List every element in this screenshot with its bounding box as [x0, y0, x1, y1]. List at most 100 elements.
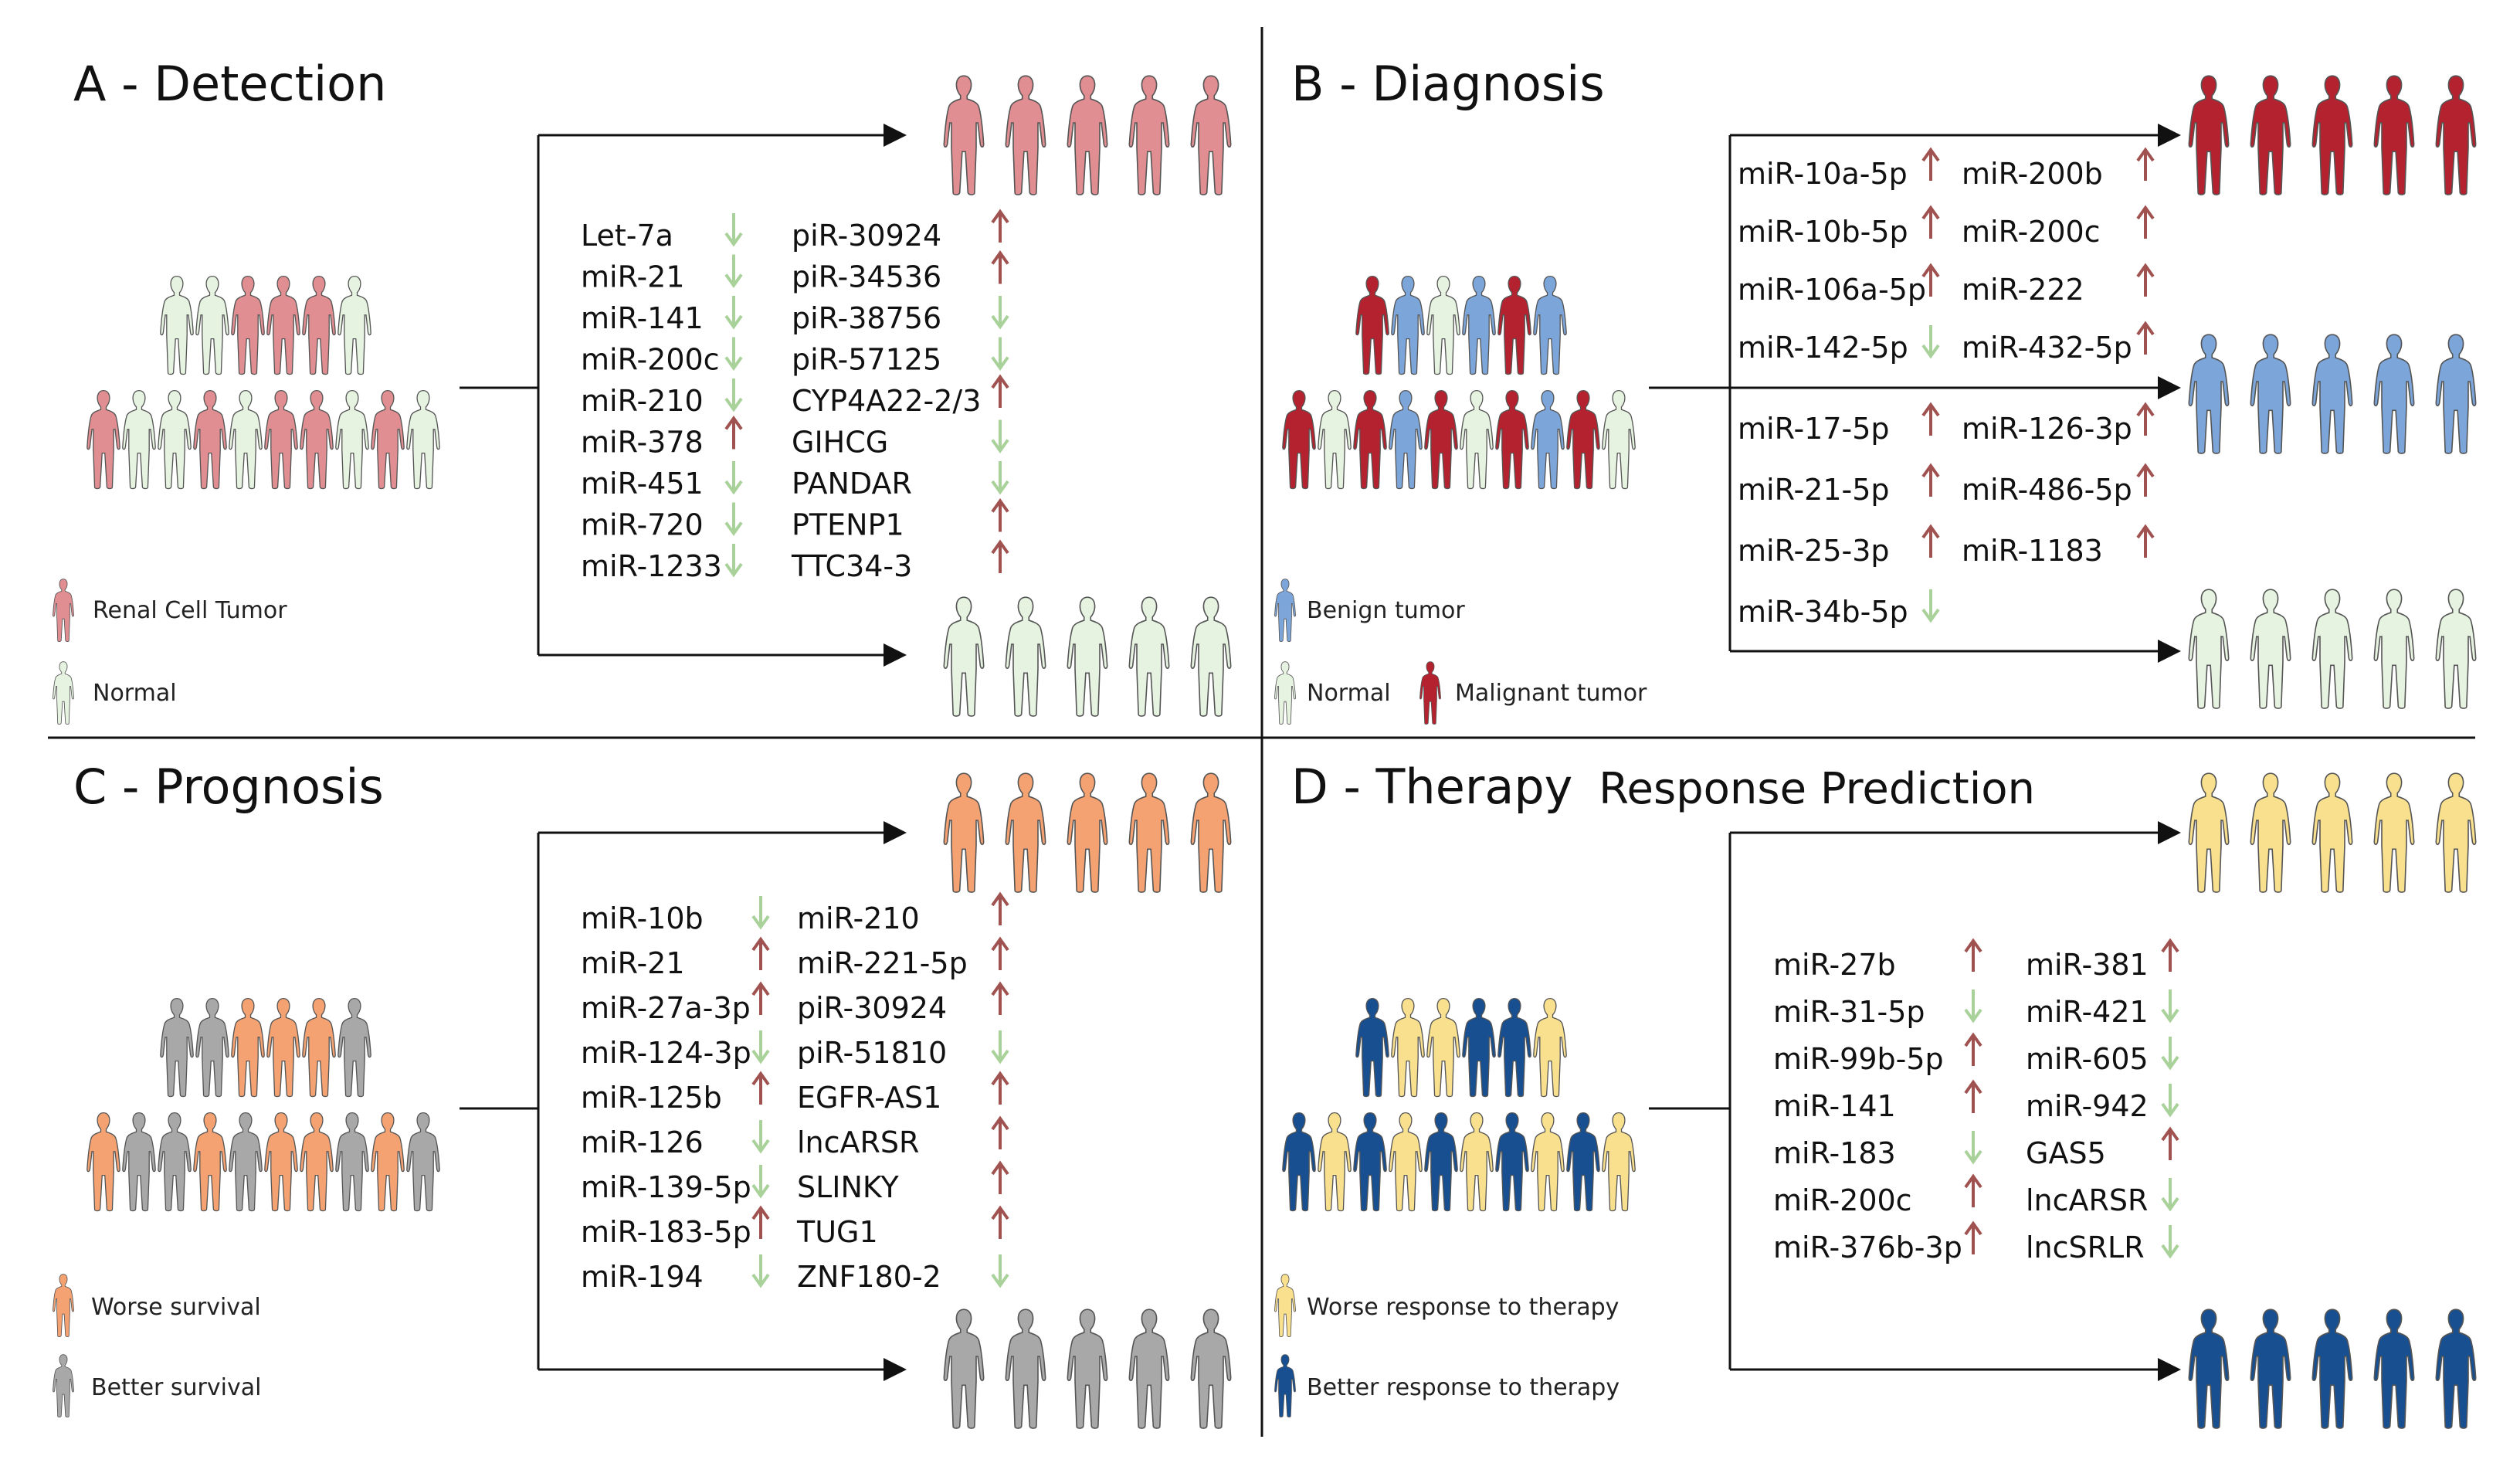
panel-c-marker-up-arrow [751, 1071, 770, 1105]
panel-c-connectors [460, 821, 907, 1381]
panel-d-crowd-person [1460, 1112, 1494, 1212]
panel-b-top-marker-up-arrow [1921, 147, 1940, 181]
panel-d-marker-up-arrow [1964, 1079, 1982, 1113]
panel-c-marker-down-arrow [991, 1254, 1009, 1288]
panel-d-marker-down-arrow [2161, 989, 2179, 1023]
legend-icon-worse-response [1274, 1274, 1296, 1337]
panel-d-marker-down-arrow [1964, 1131, 1982, 1165]
panel-d-marker-down-arrow [2161, 1178, 2179, 1212]
panel-b-crowd-person [1355, 275, 1389, 375]
panel-c-marker-up-arrow [991, 936, 1009, 970]
panel-d-legend: Worse response to therapy Better respons… [1274, 1274, 1620, 1417]
panel-b-legend: Benign tumor Normal Malignant tumor [1274, 579, 1647, 725]
panel-c-crowd-person [335, 1112, 369, 1212]
panel-a-marker-up-arrow [991, 539, 1009, 573]
panel-d-worse-person [2311, 772, 2353, 893]
panel-c-crowd-person [406, 1112, 440, 1212]
panel-b-crowd-person [1426, 275, 1460, 375]
panel-c-marker-down-arrow [751, 1165, 770, 1199]
panel-a-marker-label: miR-200c [581, 343, 720, 377]
panel-b-bottom-marker-label: miR-1183 [1962, 534, 2103, 568]
panel-c-marker-up-arrow [751, 936, 770, 970]
panel-a-marker-down-arrow [724, 296, 743, 330]
panel-a-crowd-person [158, 389, 192, 490]
panel-c-better-person [1067, 1309, 1108, 1429]
panel-b-top-marker-label: miR-142-5p [1738, 331, 1908, 365]
panel-c-marker-label: miR-27a-3p [581, 991, 751, 1025]
panel-d-crowd-person [1533, 997, 1567, 1098]
panel-d-marker-up-arrow [1964, 938, 1982, 972]
panel-b-benign-person [2188, 334, 2230, 454]
panel-d-crowd-person [1462, 997, 1496, 1098]
panel-c-better-person [943, 1309, 985, 1429]
panel-a-crowd-person [160, 275, 194, 375]
panel-c-better-person [1128, 1309, 1170, 1429]
panel-d-marker-label: GAS5 [2026, 1136, 2106, 1170]
panel-a-tumor-person [1005, 75, 1046, 195]
panel-d-marker-up-arrow [1964, 1173, 1982, 1207]
panel-d-crowd-person [1426, 997, 1460, 1098]
panel-c-marker-up-arrow [991, 891, 1009, 925]
panel-a-tumor-person [1128, 75, 1170, 195]
panel-d-marker-label: miR-31-5p [1773, 995, 1925, 1029]
panel-a-marker-up-arrow [724, 416, 743, 450]
panel-b-bottom-marker-down-arrow [1921, 589, 1940, 623]
panel-c-marker-down-arrow [751, 1120, 770, 1154]
panel-a-crowd-person [193, 389, 227, 490]
panel-b-crowd-person [1424, 389, 1458, 490]
panel-d-marker-label: lncSRLR [2026, 1230, 2145, 1264]
panel-c-crowd-person [302, 997, 336, 1098]
panel-a-marker-label: TTC34-3 [791, 549, 912, 583]
panel-c-crowd-person [337, 997, 371, 1098]
panel-d-crowd-person [1497, 997, 1531, 1098]
panel-c-marker-up-arrow [991, 1205, 1009, 1239]
panel-a-normal-person [943, 596, 985, 717]
panel-a-marker-label: piR-57125 [792, 343, 941, 377]
panel-c-crowd-person [266, 997, 300, 1098]
legend-label-better-survival: Better survival [91, 1374, 261, 1401]
panel-b-normal-person [2311, 589, 2353, 709]
panel-a-connectors [460, 124, 907, 667]
panel-b-bottom-marker-label: miR-21-5p [1738, 473, 1890, 507]
panel-b-bottom-marker-up-arrow [2136, 524, 2155, 558]
panel-b-bottom-marker-up-arrow [1921, 402, 1940, 436]
legend-label-better-response: Better response to therapy [1307, 1374, 1620, 1401]
panel-b-crowd-person [1462, 275, 1496, 375]
panel-c-marker-label: miR-125b [581, 1081, 722, 1115]
panel-d-marker-down-arrow [2161, 1225, 2179, 1259]
panel-a-marker-label: miR-210 [581, 384, 704, 418]
panel-a-marker-down-arrow [991, 461, 1009, 495]
panel-d-title-main: D - Therapy [1291, 759, 1572, 815]
panel-b-top-marker-label: miR-222 [1962, 273, 2084, 307]
legend-label-worse-response: Worse response to therapy [1307, 1294, 1619, 1321]
panel-a-marker-up-arrow [991, 374, 1009, 408]
panel-c-marker-label: miR-221-5p [797, 946, 968, 980]
panel-d-crowd-person [1566, 1112, 1600, 1212]
panel-c-marker-label: EGFR-AS1 [797, 1081, 941, 1115]
panel-b-top-marker-label: miR-432-5p [1962, 331, 2132, 365]
panel-d-marker-down-arrow [2161, 1084, 2179, 1118]
panel-b-top-marker-label: miR-200c [1962, 215, 2101, 249]
panel-d-crowd-person [1531, 1112, 1565, 1212]
panel-c-marker-label: miR-21 [581, 946, 685, 980]
panel-c-crowd-person [195, 997, 229, 1098]
panel-a-crowd-person [229, 389, 263, 490]
panel-b-benign-person [2250, 334, 2291, 454]
panel-d-crowd-person [1495, 1112, 1529, 1212]
panel-a-crowd-person [335, 389, 369, 490]
panel-c-marker-label: piR-51810 [797, 1036, 947, 1070]
panel-a-crowd-person [300, 389, 334, 490]
panel-d-worse-person [2435, 772, 2477, 893]
panel-a-crowd-person [406, 389, 440, 490]
legend-icon-normal [53, 661, 74, 725]
panel-c-marker-label: SLINKY [797, 1170, 899, 1204]
panel-b-bottom-marker-up-arrow [1921, 524, 1940, 558]
panel-a-normal-person [1067, 596, 1108, 717]
panel-d-crowd-person [1353, 1112, 1387, 1212]
panel-b-bottom-marker-label: miR-486-5p [1962, 473, 2132, 507]
panel-d-title: D - Therapy Response Prediction [1291, 759, 2035, 815]
panel-d-marker-up-arrow [2161, 938, 2179, 972]
legend-icon-worse-survival [53, 1274, 74, 1337]
panel-d-better-person [2373, 1309, 2415, 1429]
